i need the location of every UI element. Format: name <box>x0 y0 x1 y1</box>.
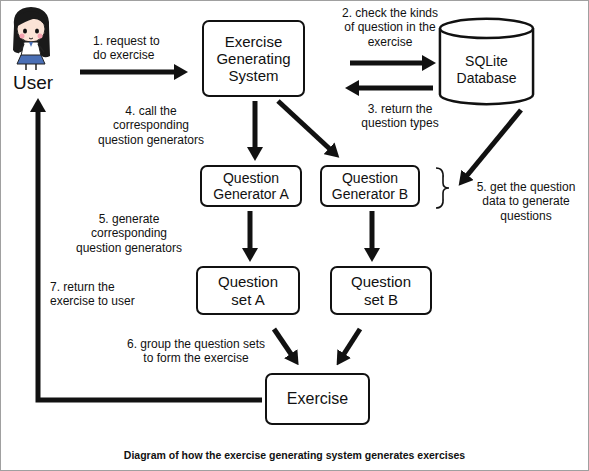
step-label: 4. call the corresponding question gener… <box>92 104 210 147</box>
arms <box>18 44 44 53</box>
hair <box>13 7 50 57</box>
flow-arrow <box>370 211 375 252</box>
flow-arrow <box>274 329 293 357</box>
step-label: 7. return the exercise to user <box>50 280 146 309</box>
generator-box: Question Generator B <box>320 165 420 207</box>
flow-arrow <box>342 329 360 357</box>
question-set-box: Question set B <box>330 266 432 315</box>
step-label: 2. check the kinds of question in the ex… <box>338 6 442 49</box>
step-label: 5. get the question data to generate que… <box>470 180 582 223</box>
step-label: 1. request to do exercise <box>93 34 171 63</box>
caption: Diagram of how the exercise generating s… <box>0 449 589 461</box>
connector-layer <box>38 63 521 400</box>
step-label: 3. return the question types <box>356 102 444 131</box>
node-text: Question Generator B <box>326 170 414 202</box>
collar <box>29 42 33 47</box>
bangs <box>16 11 46 27</box>
node-text: SQLite Database <box>442 53 531 85</box>
cylinder-rim <box>440 28 533 38</box>
eye <box>23 28 27 33</box>
flow-arrow <box>355 86 433 91</box>
flow-arrow <box>350 61 426 66</box>
user-actor: User <box>2 2 64 94</box>
flow-arrow <box>278 101 332 151</box>
node-text: Exercise Generating System <box>208 33 299 85</box>
question-set-box: Question set A <box>196 266 300 315</box>
flow-arrow <box>80 70 178 75</box>
mouth <box>29 38 33 39</box>
cheek <box>20 34 25 39</box>
generator-box: Question Generator A <box>200 165 302 207</box>
node-text: Question Generator A <box>206 170 296 202</box>
flow-arrow <box>248 211 253 252</box>
step-label: 6. group the question sets to form the e… <box>126 337 266 366</box>
cylinder-body <box>440 19 533 104</box>
user-illustration <box>13 7 50 70</box>
skirt <box>17 55 45 64</box>
node-text: Question set A <box>212 273 284 308</box>
node-text: Question set B <box>346 273 416 308</box>
bracket <box>436 168 449 208</box>
flow-arrow <box>253 101 258 151</box>
step-label: 5. generate corresponding question gener… <box>70 212 188 255</box>
node-text: User <box>13 72 53 94</box>
exercise-box: Exercise <box>265 373 370 425</box>
process-box: Exercise Generating System <box>202 20 305 97</box>
eye <box>35 28 39 33</box>
cheek <box>38 34 43 39</box>
database-cylinder: SQLite Database <box>438 18 535 105</box>
legs <box>26 64 36 70</box>
flow-arrow <box>465 110 521 178</box>
node-text: Exercise <box>287 390 348 408</box>
